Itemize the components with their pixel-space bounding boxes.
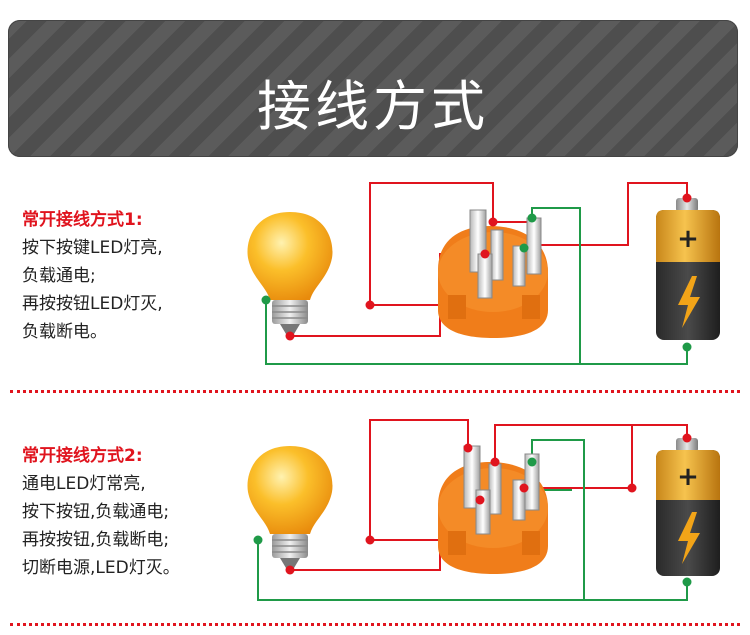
header-banner: 接线方式: [8, 20, 738, 157]
diagram-mode2: +: [247, 419, 720, 601]
lightning-icon: [678, 512, 700, 564]
mode1-line: 负载断电。: [22, 322, 107, 342]
banner-title: 接线方式: [257, 75, 489, 138]
mode2-heading: 常开接线方式2:: [22, 446, 143, 466]
wire-red: [632, 424, 688, 438]
battery-icon: +: [656, 438, 720, 576]
wire-green: [584, 582, 688, 601]
light-bulb-icon: [247, 446, 333, 568]
mode2-line: 再按按钮,负载断电;: [22, 530, 170, 550]
wire-green: [257, 439, 585, 601]
mode1-line: 负载通电;: [22, 266, 96, 286]
wire-red: [369, 419, 469, 540]
wire-green: [580, 347, 688, 365]
wire-red: [494, 424, 633, 485]
battery-icon: +: [656, 198, 720, 340]
mode2-line: 切断电源,LED灯灭。: [22, 558, 180, 578]
mode2-line: 按下按钮,负载通电;: [22, 502, 170, 522]
mode2-line: 通电LED灯常亮,: [22, 474, 146, 494]
wire-red: [369, 182, 494, 304]
diagram-mode1: +: [247, 182, 720, 365]
wire-green: [265, 207, 581, 365]
light-bulb-icon: [247, 212, 333, 334]
section-divider-bottom: [10, 623, 740, 626]
section-divider: [10, 390, 740, 393]
mode1-line: 按下按键LED灯亮,: [22, 238, 163, 258]
mode1-line: 再按按钮LED灯灭,: [22, 294, 163, 314]
push-switch-icon: [438, 209, 548, 338]
mode1-description: 常开接线方式1: 按下按键LED灯亮, 负载通电; 再按按钮LED灯灭, 负载断…: [22, 206, 163, 346]
mode2-description: 常开接线方式2: 通电LED灯常亮, 按下按钮,负载通电; 再按按钮,负载断电;…: [22, 442, 180, 582]
svg-text:+: +: [677, 224, 699, 254]
lightning-icon: [678, 276, 700, 328]
svg-text:+: +: [677, 462, 699, 492]
mode1-heading: 常开接线方式1:: [22, 210, 143, 230]
